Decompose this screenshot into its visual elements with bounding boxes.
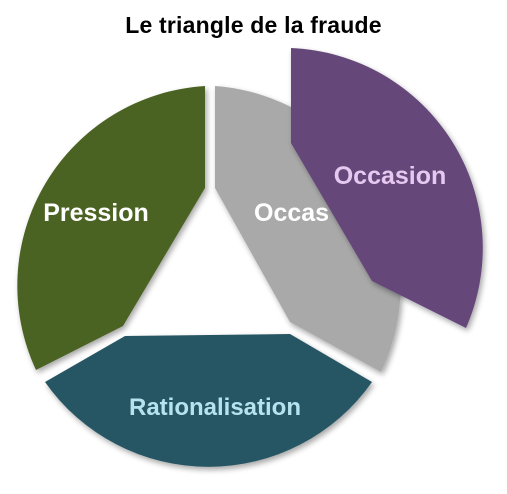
label-occasion-gray: Occas	[254, 199, 329, 227]
segment-pression	[17, 86, 206, 370]
segment-occasion	[291, 48, 483, 328]
segment-rationalisation	[45, 334, 372, 467]
diagram-title: Le triangle de la fraude	[125, 12, 382, 38]
label-pression: Pression	[43, 199, 149, 227]
label-rationalisation: Rationalisation	[129, 394, 301, 421]
label-occasion: Occasion	[334, 162, 447, 190]
